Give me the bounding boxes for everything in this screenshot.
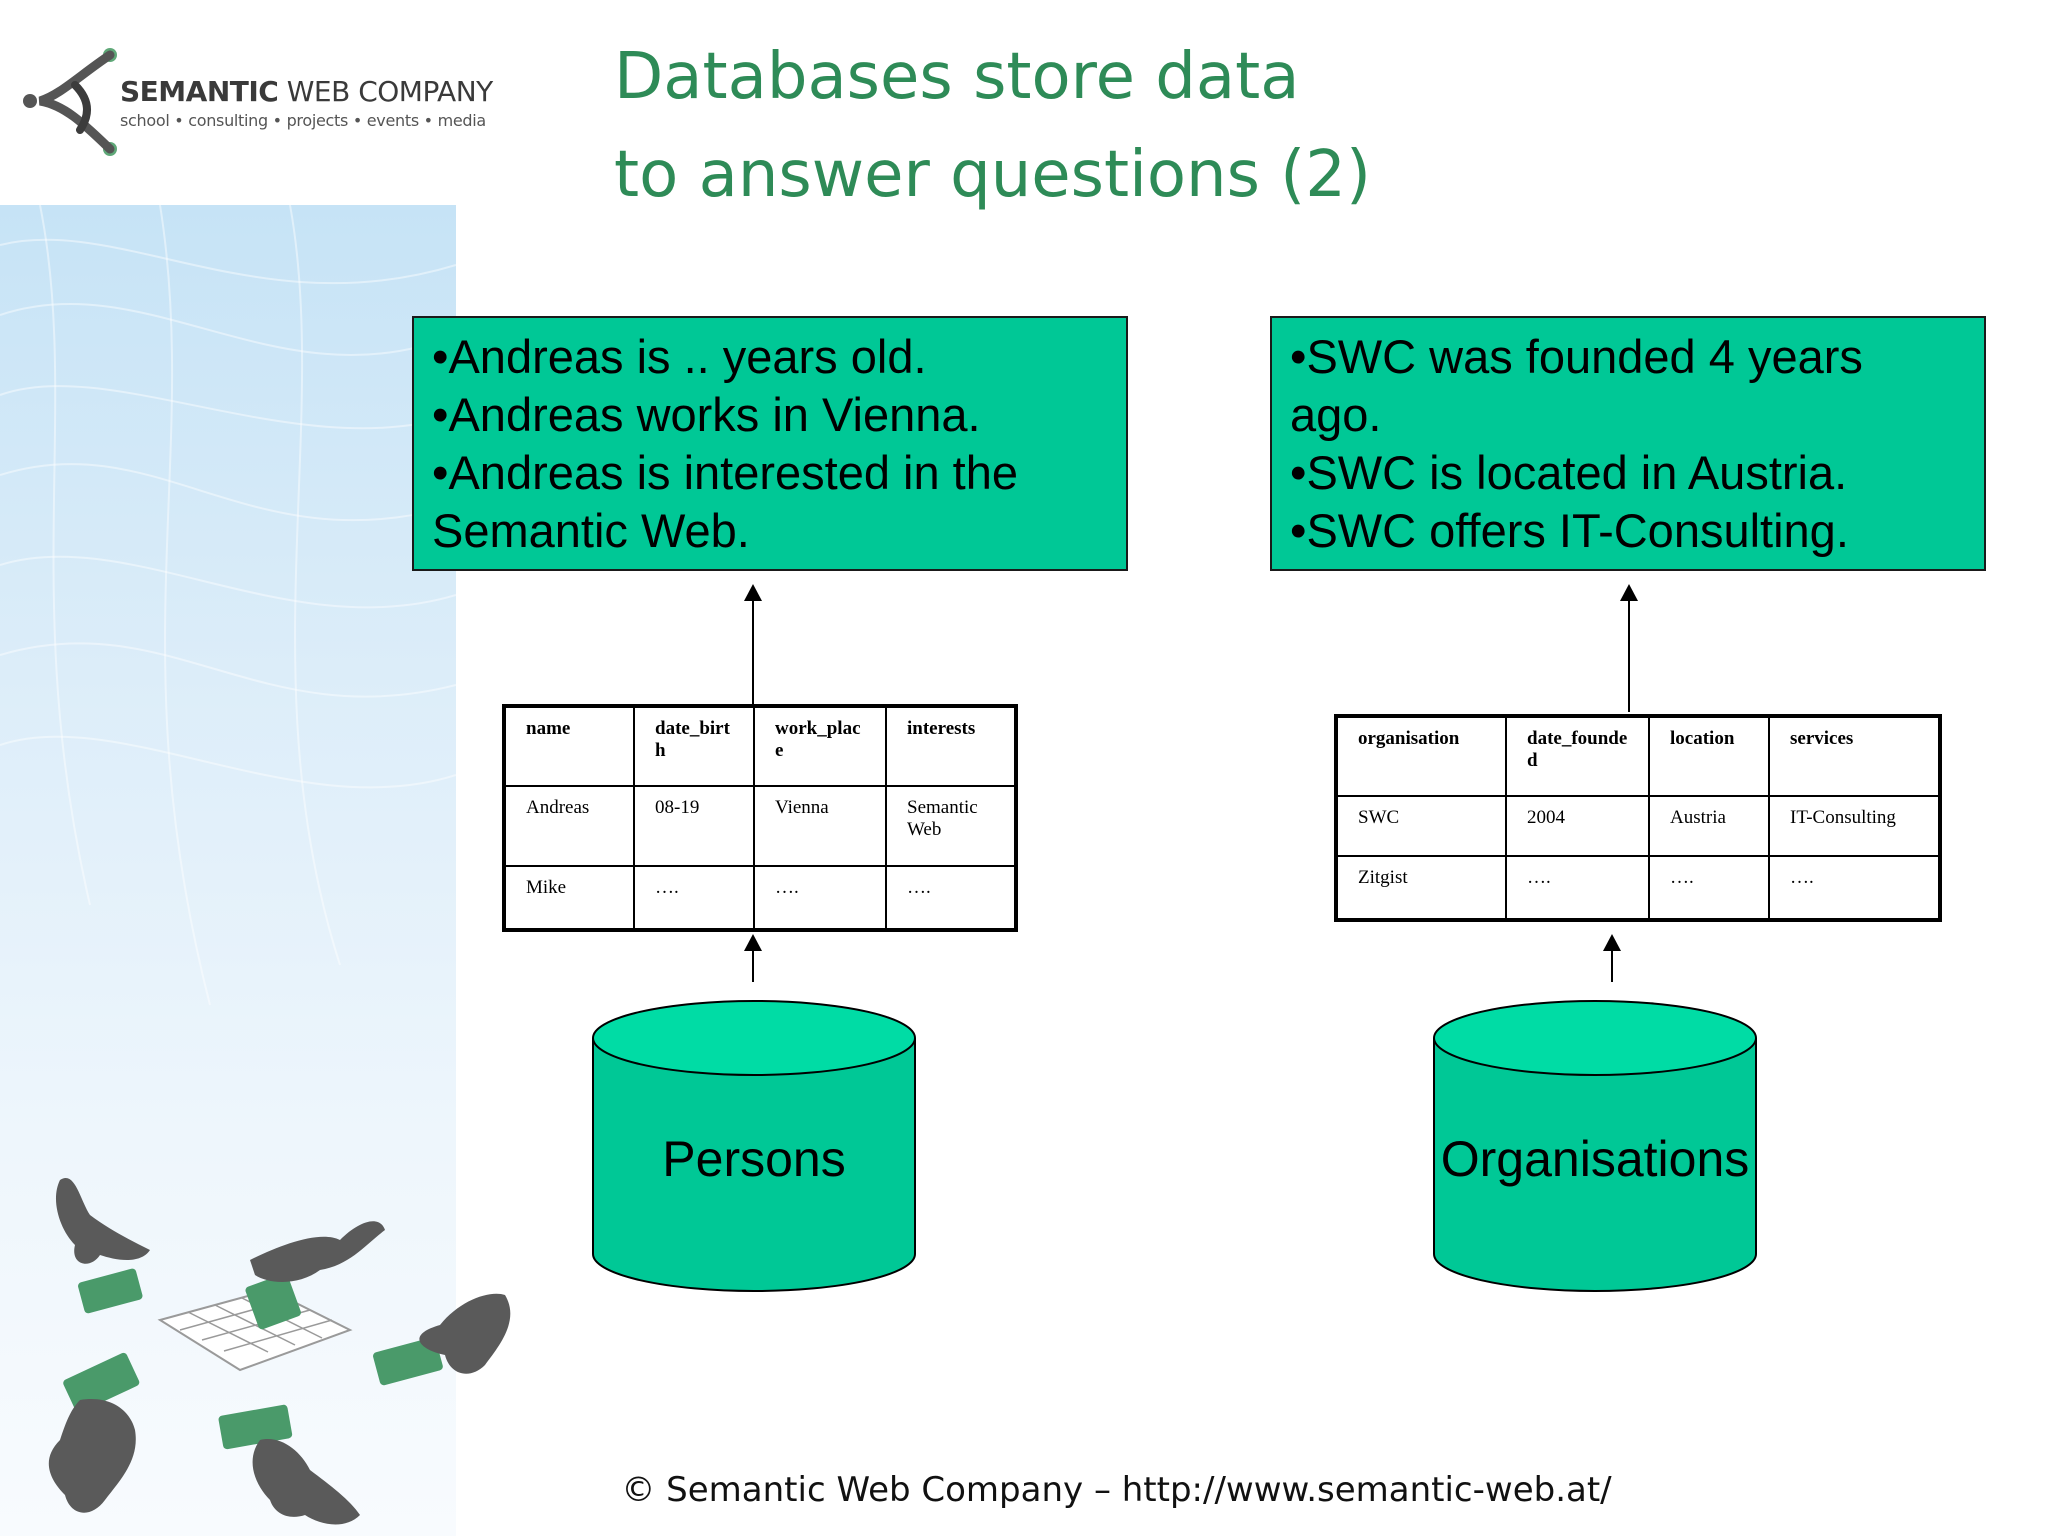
persons-fact-line: Semantic Web. (432, 504, 750, 557)
organisations-arrow-up-to-table (1603, 934, 1621, 982)
organisations-table-header-row: organisation date_founded location servi… (1335, 715, 1941, 797)
table-cell: SWC (1335, 795, 1507, 857)
table-cell: …. (885, 865, 1017, 931)
logo-tagline: school • consulting • projects • events … (120, 111, 486, 130)
table-row: SWC 2004 Austria IT-Consulting (1335, 795, 1941, 857)
slide-title-line-1: Databases store data (614, 40, 1300, 114)
organisations-facts-box: •SWC was founded 4 years ago. •SWC is lo… (1270, 316, 1986, 571)
logo-mark-icon (23, 48, 117, 156)
table-row: Mike …. …. …. (503, 865, 1017, 931)
skydivers-puzzle-illustration (48, 1178, 511, 1525)
table-cell: 08-19 (633, 785, 755, 867)
table-header-cell: services (1768, 715, 1941, 797)
puzzle-pieces (63, 1268, 443, 1450)
persons-table-header-row: name date_birth work_place interests (503, 705, 1017, 787)
company-logo: SEMANTIC WEB COMPANY school • consulting… (20, 45, 493, 165)
table-cell: …. (1505, 855, 1650, 921)
table-cell: …. (633, 865, 755, 931)
slide-title: Databases store data to answer questions… (614, 28, 1371, 224)
table-cell: Zitgist (1335, 855, 1507, 921)
table-header-cell: date_birth (633, 705, 755, 787)
persons-database-label: Persons (662, 1131, 846, 1187)
table-cell: …. (753, 865, 887, 931)
table-cell: IT-Consulting (1768, 795, 1941, 857)
table-header-cell: location (1648, 715, 1770, 797)
table-header-cell: date_founded (1505, 715, 1650, 797)
table-cell: …. (1648, 855, 1770, 921)
table-cell: Semantic Web (885, 785, 1017, 867)
table-cell: Austria (1648, 795, 1770, 857)
table-cell: Mike (503, 865, 635, 931)
background-lines (0, 205, 456, 1006)
organisations-database-cylinder (1433, 1000, 1757, 1292)
table-cell: Andreas (503, 785, 635, 867)
persons-fact-line: •Andreas is .. years old. (432, 330, 927, 383)
organisations-fact-line: •SWC is located in Austria. (1290, 446, 1848, 499)
organisations-fact-line: •SWC offers IT-Consulting. (1290, 504, 1849, 557)
organisations-table: organisation date_founded location servi… (1334, 714, 1942, 922)
table-cell: 2004 (1505, 795, 1650, 857)
logo-name: SEMANTIC WEB COMPANY (120, 75, 493, 108)
persons-fact-line: •Andreas is interested in the (432, 446, 1019, 499)
table-header-cell: name (503, 705, 635, 787)
persons-database-cylinder (592, 1000, 916, 1292)
table-row: Zitgist …. …. …. (1335, 855, 1941, 921)
table-cell: …. (1768, 855, 1941, 921)
persons-table: name date_birth work_place interests And… (502, 704, 1018, 932)
skydiver-silhouettes (48, 1178, 511, 1525)
table-row: Andreas 08-19 Vienna Semantic Web (503, 785, 1017, 867)
table-header-cell: work_place (753, 705, 887, 787)
slide-title-line-2: to answer questions (2) (614, 138, 1371, 212)
persons-facts-box: •Andreas is .. years old. •Andreas works… (412, 316, 1128, 571)
table-header-cell: organisation (1335, 715, 1507, 797)
persons-arrow-up-to-facts (744, 584, 762, 705)
organisations-arrow-up-to-facts (1620, 584, 1638, 712)
persons-fact-line: •Andreas works in Vienna. (432, 388, 981, 441)
footer-copyright: © Semantic Web Company – http://www.sema… (621, 1470, 1612, 1510)
persons-arrow-up-to-table (744, 934, 762, 982)
table-cell: Vienna (753, 785, 887, 867)
organisations-database-label: Organisations (1440, 1131, 1750, 1187)
organisations-fact-line: ago. (1290, 388, 1382, 441)
organisations-fact-line: •SWC was founded 4 years (1290, 330, 1863, 383)
table-header-cell: interests (885, 705, 1017, 787)
